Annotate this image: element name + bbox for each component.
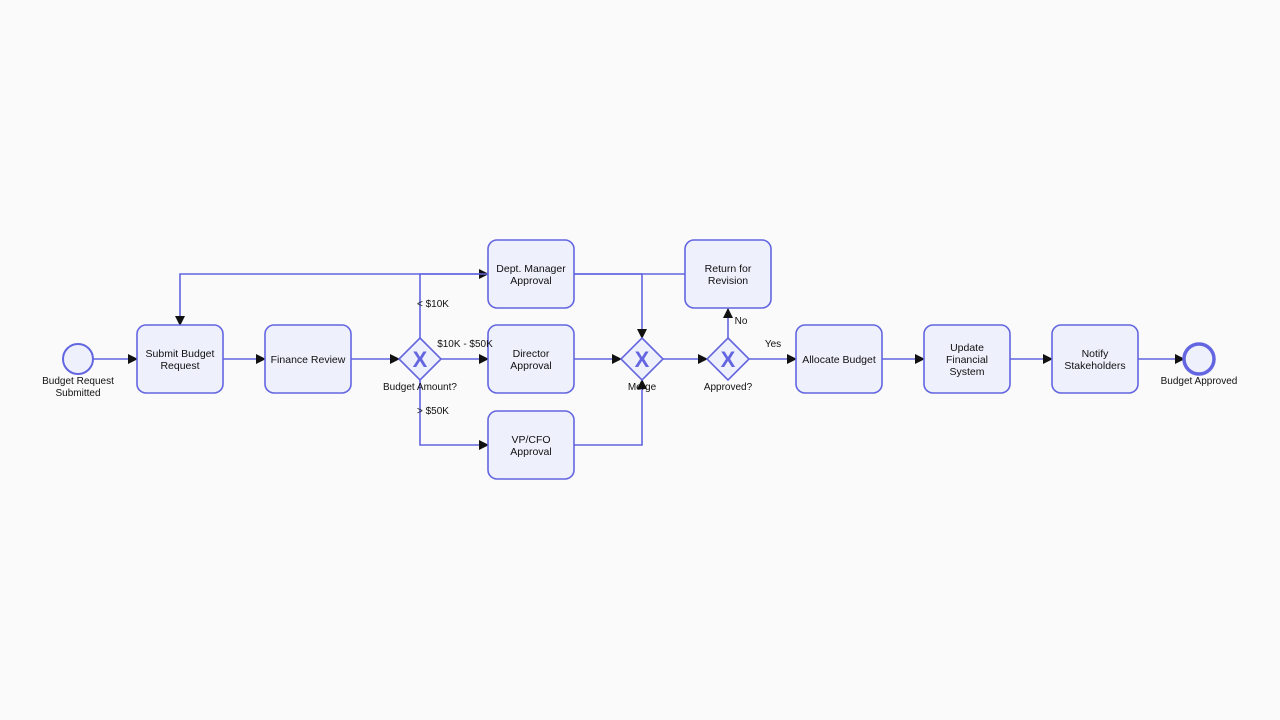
label-line: Budget Approved xyxy=(1161,376,1238,387)
edge-label-lt-10k: < $10K xyxy=(417,299,449,310)
label-line: Stakeholders xyxy=(1064,360,1125,372)
label-line: Dept. Manager xyxy=(496,263,566,275)
label-line: System xyxy=(949,366,984,378)
label-line: Approval xyxy=(510,446,551,458)
task-label: Allocate Budget xyxy=(802,354,876,366)
edge-dept-to-merge xyxy=(574,273,647,339)
label-line: Allocate Budget xyxy=(802,354,876,366)
end-event[interactable] xyxy=(1182,342,1216,376)
label-line: Revision xyxy=(708,275,748,287)
gateway-approved-label: Approved? xyxy=(704,382,753,393)
label-line: Approval xyxy=(510,275,551,287)
label-line: Financial xyxy=(946,354,988,366)
gateway-merge-label: Merge xyxy=(628,382,657,393)
edge-label-10k-50k: $10K - $50K xyxy=(437,339,493,350)
gateway-approved[interactable]: X xyxy=(705,336,751,382)
label-line: Submit Budget xyxy=(146,348,215,360)
gateway-budget-amount[interactable]: X xyxy=(397,336,443,382)
edge-vpcfo-to-merge xyxy=(574,379,647,446)
label-line: Update xyxy=(950,342,984,354)
label-line: Return for xyxy=(705,263,752,275)
gateway-x-icon: X xyxy=(635,347,650,372)
edge-label-gt-50k: > $50K xyxy=(417,406,449,417)
label-line: Finance Review xyxy=(271,354,346,366)
edge-label-no: No xyxy=(735,316,748,327)
gateway-x-icon: X xyxy=(721,347,736,372)
label-line: Director xyxy=(513,348,550,360)
start-event[interactable] xyxy=(62,343,94,375)
edge-labels-layer: < $10K $10K - $50K > $50K No Yes xyxy=(417,299,781,417)
gateway-budget-amount-label: Budget Amount? xyxy=(383,382,457,393)
gateway-x-icon: X xyxy=(413,347,428,372)
edge-label-yes: Yes xyxy=(765,339,781,350)
task-allocate-budget[interactable]: Allocate Budget xyxy=(795,324,883,394)
task-finance-review[interactable]: Finance Review xyxy=(264,324,352,394)
label-line: Request xyxy=(160,360,199,372)
label-line: Notify xyxy=(1082,348,1110,360)
label-line: Budget Request xyxy=(42,376,114,387)
label-line: Approval xyxy=(510,360,551,372)
edge-gateway-to-vpcfo xyxy=(419,380,489,450)
gateway-merge[interactable]: X xyxy=(619,336,665,382)
end-event-label: Budget Approved xyxy=(1161,376,1238,387)
task-label: Finance Review xyxy=(271,354,346,366)
label-line: VP/CFO xyxy=(511,434,550,446)
label-line: Submitted xyxy=(55,388,100,399)
